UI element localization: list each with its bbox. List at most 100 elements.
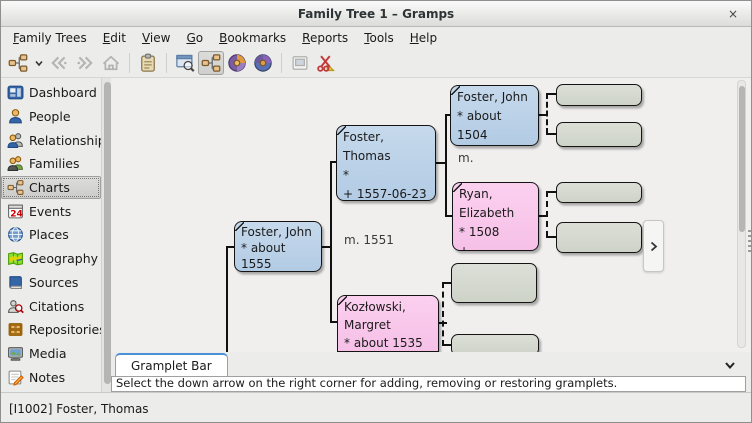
sidebar-item-repositories[interactable]: Repositories	[1, 318, 106, 342]
person-box-foster-thomas[interactable]: Foster, Thomas * + 1557-06-23	[336, 125, 436, 201]
sources-icon	[7, 274, 24, 291]
person-icon	[7, 108, 24, 125]
export-view-icon[interactable]	[287, 51, 313, 75]
empty-person-box[interactable]	[556, 182, 642, 203]
sidebar-label: Media	[29, 345, 67, 361]
person-box-foster-john-1504[interactable]: Foster, John * about 1504 +	[450, 85, 539, 146]
sidebar-label: Events	[29, 203, 72, 219]
sidebar-item-geography[interactable]: Geography	[1, 247, 101, 271]
toolbar	[1, 49, 751, 78]
expand-right-button[interactable]	[643, 220, 664, 272]
empty-person-box[interactable]	[451, 334, 539, 352]
toolbar-separator	[166, 53, 167, 73]
box-corner-fold	[453, 183, 462, 192]
titlebar: Family Tree 1 – Gramps ×	[1, 1, 751, 27]
menu-bookmarks[interactable]: Bookmarks	[219, 31, 287, 45]
canvas-scrollbar[interactable]	[737, 80, 746, 348]
menu-help[interactable]: Help	[409, 31, 438, 45]
marriage-label: m. 1551	[344, 233, 394, 247]
tab-label: Gramplet Bar	[131, 358, 212, 373]
sidebar-label: Charts	[29, 180, 70, 196]
scissors-icon[interactable]	[313, 51, 339, 75]
sidebar-item-dashboard[interactable]: Dashboard	[1, 81, 101, 105]
sidebar-item-relationships[interactable]: Relationships	[1, 128, 112, 152]
person-box-ryan-elizabeth[interactable]: Ryan, Elizabeth * 1508 +	[452, 182, 539, 251]
canvas-scrollbar-thumb[interactable]	[738, 86, 745, 232]
pedigree-view-icon[interactable]	[198, 51, 224, 75]
pedigree-canvas[interactable]: m. 1551 m. Foster, John * about 1555 + 1…	[111, 78, 751, 352]
connector-line	[330, 321, 339, 323]
charts-icon	[7, 179, 24, 196]
person-name: Foster, John	[457, 90, 528, 104]
sidebar-item-people[interactable]: People	[1, 105, 101, 129]
configure-view-icon[interactable]	[172, 51, 198, 75]
dashed-connector	[442, 344, 452, 346]
person-death: +	[459, 244, 470, 251]
box-corner-fold	[337, 126, 346, 135]
sidebar-item-families[interactable]: Families	[1, 152, 101, 176]
person-birth: * 1508	[459, 225, 500, 239]
sidebar-item-events[interactable]: 24 Events	[1, 199, 101, 223]
sidebar-scrollbar-thumb[interactable]	[103, 82, 111, 384]
tab-gramplet-bar[interactable]: Gramplet Bar	[115, 353, 228, 376]
chevron-down-icon[interactable]	[31, 51, 46, 75]
menu-reports[interactable]: Reports	[302, 31, 349, 45]
fan-chart-view-icon[interactable]	[224, 51, 250, 75]
connector-line	[330, 161, 332, 323]
toolbar-separator	[129, 53, 130, 73]
person-birth: * about 1504	[457, 109, 502, 142]
menu-go[interactable]: Go	[186, 31, 204, 45]
close-icon[interactable]: ×	[727, 7, 739, 21]
pane-resize-handle[interactable]	[748, 230, 751, 254]
back-icon[interactable]	[46, 51, 72, 75]
empty-person-box[interactable]	[556, 222, 642, 253]
sidebar-item-notes[interactable]: Notes	[1, 365, 101, 389]
connector-line	[445, 114, 453, 116]
menu-view[interactable]: View	[141, 31, 171, 45]
forward-icon[interactable]	[72, 51, 98, 75]
clipboard-icon[interactable]	[135, 51, 161, 75]
sidebar-item-citations[interactable]: Citations	[1, 294, 101, 318]
full-circle-fan-view-icon[interactable]	[250, 51, 276, 75]
home-icon[interactable]	[98, 51, 124, 75]
sidebar-label: Notes	[29, 369, 66, 385]
gramplet-message: Select the down arrow on the right corne…	[111, 376, 746, 392]
person-box-kozlowski-margret[interactable]: Kozłowski, Margret * about 1535 + before…	[337, 295, 439, 352]
sidebar-label: Repositories	[29, 322, 106, 338]
dashed-connector	[442, 282, 444, 346]
empty-person-box[interactable]	[556, 122, 642, 147]
dashed-connector	[546, 236, 556, 238]
toolbar-separator	[281, 53, 282, 73]
empty-person-box[interactable]	[556, 84, 642, 106]
connector-line	[445, 114, 447, 217]
chevron-right-icon	[650, 241, 658, 251]
connector-line	[330, 161, 338, 163]
person-death: + 1557-06-23	[343, 187, 427, 201]
menubar: Family Trees Edit View Go Bookmarks Repo…	[1, 27, 751, 49]
person-name: Ryan, Elizabeth	[459, 187, 515, 220]
menu-family-trees[interactable]: Family Trees	[13, 31, 87, 45]
dashed-connector	[546, 133, 556, 135]
person-box-foster-john-1555[interactable]: Foster, John * about 1555 + 1598-01-31	[234, 221, 322, 272]
charts-category-icon[interactable]	[5, 51, 31, 75]
empty-person-box[interactable]	[451, 263, 537, 303]
category-sidebar: Dashboard People Relationships Families …	[1, 78, 112, 392]
dashed-connector	[546, 93, 556, 95]
sidebar-item-media[interactable]: Media	[1, 342, 101, 366]
sidebar-scrollbar[interactable]	[101, 78, 111, 392]
connector-line	[445, 215, 454, 217]
connector-line	[436, 162, 447, 164]
families-icon	[7, 155, 24, 172]
person-birth: * about 1555	[241, 241, 286, 271]
dashed-connector	[546, 191, 556, 193]
sidebar-item-places[interactable]: Places	[1, 223, 101, 247]
gramplet-chevron-down-icon[interactable]	[723, 358, 737, 372]
menu-edit[interactable]: Edit	[102, 31, 126, 45]
menu-tools[interactable]: Tools	[364, 31, 394, 45]
sidebar-item-charts[interactable]: Charts	[1, 175, 101, 200]
sidebar-item-sources[interactable]: Sources	[1, 271, 101, 295]
citations-icon	[7, 298, 24, 315]
sidebar-label: Places	[29, 227, 69, 243]
window-title: Family Tree 1 – Gramps	[297, 6, 455, 21]
person-death: +	[457, 145, 533, 146]
